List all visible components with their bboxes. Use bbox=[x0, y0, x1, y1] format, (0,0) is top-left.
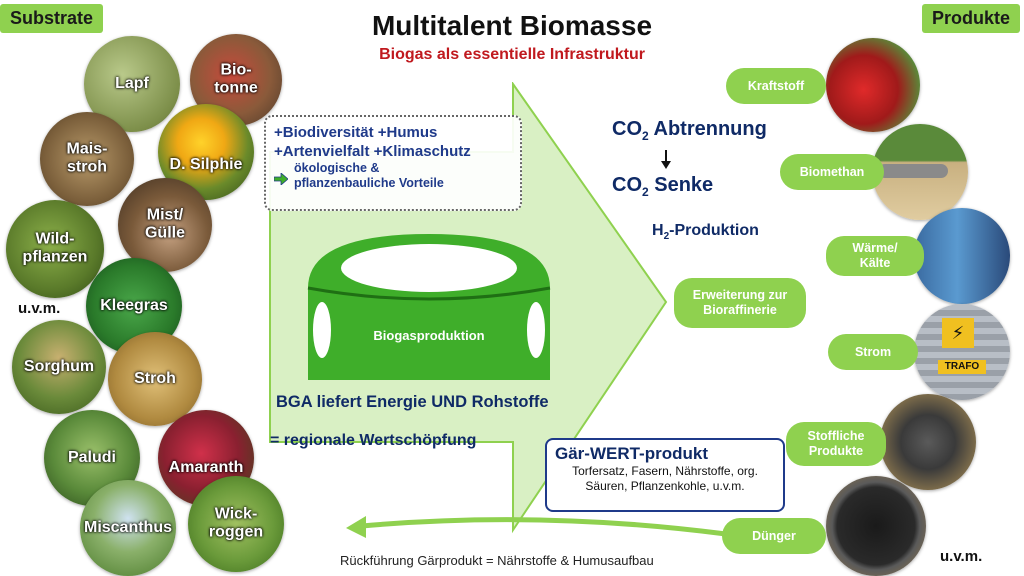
product-kraftstoff: Kraftstoff bbox=[726, 68, 826, 104]
product-image-waerme bbox=[914, 208, 1010, 304]
benefits-box: +Biodiversität +Humus +Artenvielfalt +Kl… bbox=[264, 115, 522, 211]
substrate-more: u.v.m. bbox=[18, 300, 61, 317]
substrate-wickroggen: Wick- roggen bbox=[188, 476, 284, 572]
h2-produktion: H2-Produktion bbox=[652, 222, 759, 243]
co2-senke: CO2 Senke bbox=[612, 174, 714, 199]
product-strom: Strom bbox=[828, 334, 918, 370]
gaer-line-1: Torfersatz, Fasern, Nährstoffe, org. bbox=[572, 464, 758, 478]
product-stoffliche: Stoffliche Produkte bbox=[786, 422, 886, 466]
benefit-line-4: pflanzenbauliche Vorteile bbox=[294, 176, 444, 190]
page-title: Multitalent Biomasse bbox=[371, 10, 653, 41]
bioraffinerie-pill: Erweiterung zur Bioraffinerie bbox=[674, 278, 806, 328]
warning-sign-icon: ⚡ bbox=[942, 318, 974, 348]
product-more: u.v.m. bbox=[940, 548, 983, 565]
gaer-wert-box: Gär-WERT-produkt Torfersatz, Fasern, Näh… bbox=[545, 438, 785, 512]
substrate-wildpflanzen: Wild- pflanzen bbox=[6, 200, 104, 298]
benefit-line-1: +Biodiversität +Humus bbox=[274, 124, 438, 141]
substrate-tag: Substrate bbox=[0, 4, 104, 33]
product-duenger: Dünger bbox=[722, 518, 826, 554]
benefit-line-3: ökologische & bbox=[294, 161, 380, 175]
substrate-miscanthus: Miscanthus bbox=[80, 480, 176, 576]
page-subtitle: Biogas als essentielle Infrastruktur bbox=[379, 46, 645, 63]
return-text: Rückführung Gärprodukt = Nährstoffe & Hu… bbox=[340, 553, 654, 568]
substrate-maisstroh: Mais- stroh bbox=[40, 112, 134, 206]
product-image-biomethan bbox=[872, 124, 968, 220]
benefit-line-2: +Artenvielfalt +Klimaschutz bbox=[274, 143, 471, 160]
product-image-kraftstoff bbox=[826, 38, 920, 132]
co2-abtrennung: CO2 Abtrennung bbox=[612, 118, 767, 143]
product-biomethan: Biomethan bbox=[780, 154, 884, 190]
substrate-biotonne: Bio- tonne bbox=[190, 34, 282, 126]
gaer-line-2: Säuren, Pflanzenkohle, u.v.m. bbox=[585, 479, 745, 493]
product-image-stoffliche bbox=[880, 394, 976, 490]
gaer-title: Gär-WERT-produkt bbox=[555, 444, 708, 463]
return-arrow bbox=[346, 516, 727, 538]
product-image-strom: ⚡ TRAFO bbox=[914, 304, 1010, 400]
tank-label: Biogasproduktion bbox=[373, 328, 485, 343]
produkte-tag: Produkte bbox=[921, 4, 1020, 33]
product-waerme-kaelte: Wärme/ Kälte bbox=[826, 236, 924, 276]
energy-statement: BGA liefert Energie UND Rohstoffe bbox=[276, 393, 549, 411]
substrate-mist-guelle: Mist/ Gülle bbox=[118, 178, 212, 272]
arrow-right-icon bbox=[274, 173, 288, 185]
substrate-stroh: Stroh bbox=[108, 332, 202, 426]
trafo-sign: TRAFO bbox=[938, 360, 986, 374]
arrow-down-icon bbox=[661, 150, 671, 169]
regional-statement: = regionale Wertschöpfung bbox=[270, 432, 477, 449]
product-image-duenger bbox=[826, 476, 926, 576]
substrate-sorghum: Sorghum bbox=[12, 320, 106, 414]
biogas-tank-icon bbox=[307, 234, 551, 380]
